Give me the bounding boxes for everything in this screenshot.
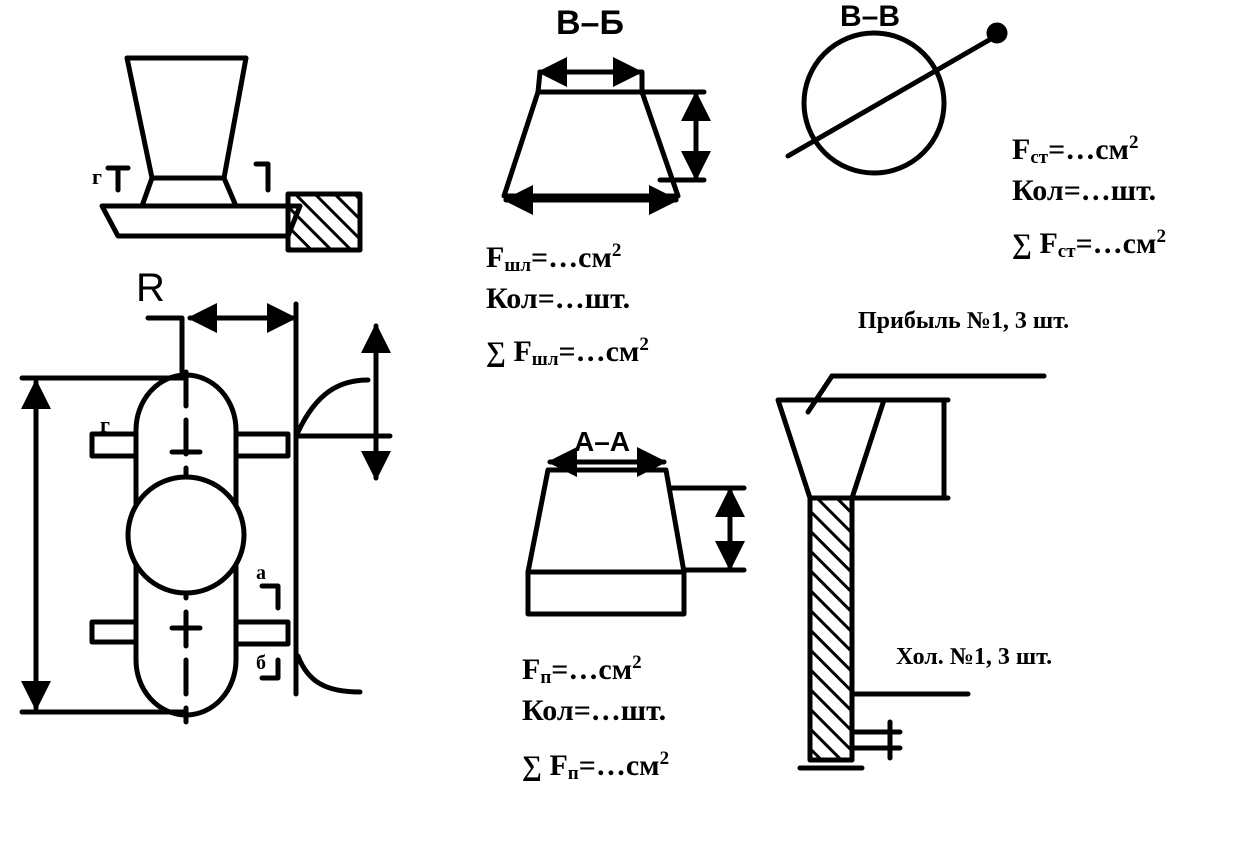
r-leader: [145, 315, 185, 375]
hatched-block: [285, 191, 363, 253]
plan-view: [19, 301, 393, 725]
cut-mark-right: [253, 161, 271, 193]
slag-catcher-left-top: [89, 431, 139, 459]
radius-label: R: [136, 266, 165, 310]
feeder-count: Кол=…шт.: [522, 694, 667, 727]
riser-sum: ∑ Fст=…см2: [1012, 226, 1166, 262]
section-title-a-a: А–А: [574, 426, 631, 457]
profit-leader: [805, 373, 835, 415]
riser-cut-line: [785, 33, 999, 159]
feeder-area: Fп=…см2: [522, 652, 642, 688]
mark-g-mid: г: [100, 412, 110, 437]
feeder-sum: ∑ Fп=…см2: [522, 748, 670, 784]
riser-area: Fст=…см2: [1012, 132, 1139, 168]
riser-chill-section: [775, 373, 1047, 771]
slag-catcher-sum: ∑ Fшл=…см2: [486, 334, 649, 370]
slag-catcher-count: Кол=…шт.: [486, 282, 631, 315]
mark-b-small: б: [256, 652, 266, 674]
riser-count: Кол=…шт.: [1012, 174, 1157, 207]
chill-side-marks: [849, 719, 903, 761]
mark-g-top: г: [92, 164, 102, 189]
sprue-base: [139, 175, 239, 209]
section-a-a: [525, 447, 747, 617]
section-v-v: [785, 22, 1008, 176]
ring-casting: [125, 474, 247, 596]
profit-note: Прибыль №1, 3 шт.: [858, 308, 1070, 334]
slag-catcher-right-top: [233, 431, 291, 459]
pouring-cup-outline: [124, 55, 249, 181]
section-a-a-outline: [525, 467, 687, 617]
riser-circle: [801, 30, 947, 176]
mark-a-bracket: [259, 583, 281, 611]
slag-catcher-area: Fшл=…см2: [486, 240, 622, 276]
chill-note: Хол. №1, 3 шт.: [896, 644, 1053, 670]
feeder-right-bottom: [233, 619, 291, 647]
mark-b-bracket: [259, 657, 281, 681]
riser-curve: [295, 377, 371, 435]
oblong-gate-body: [133, 372, 239, 718]
section-title-b-b: В–Б: [556, 4, 624, 42]
feeder-left-bottom: [89, 619, 139, 645]
section-title-v-v: В–В: [840, 0, 901, 33]
mark-a-small: а: [256, 562, 266, 584]
sprue-assembly-side-view: [99, 55, 363, 253]
chill-column: [807, 495, 855, 763]
profit-head: [775, 397, 887, 501]
riser-dot: [986, 22, 1008, 44]
section-b-b: [501, 57, 711, 215]
runner-bar: [99, 203, 303, 239]
cut-mark-left: [105, 165, 131, 193]
riser-curve-bottom: [295, 653, 363, 695]
